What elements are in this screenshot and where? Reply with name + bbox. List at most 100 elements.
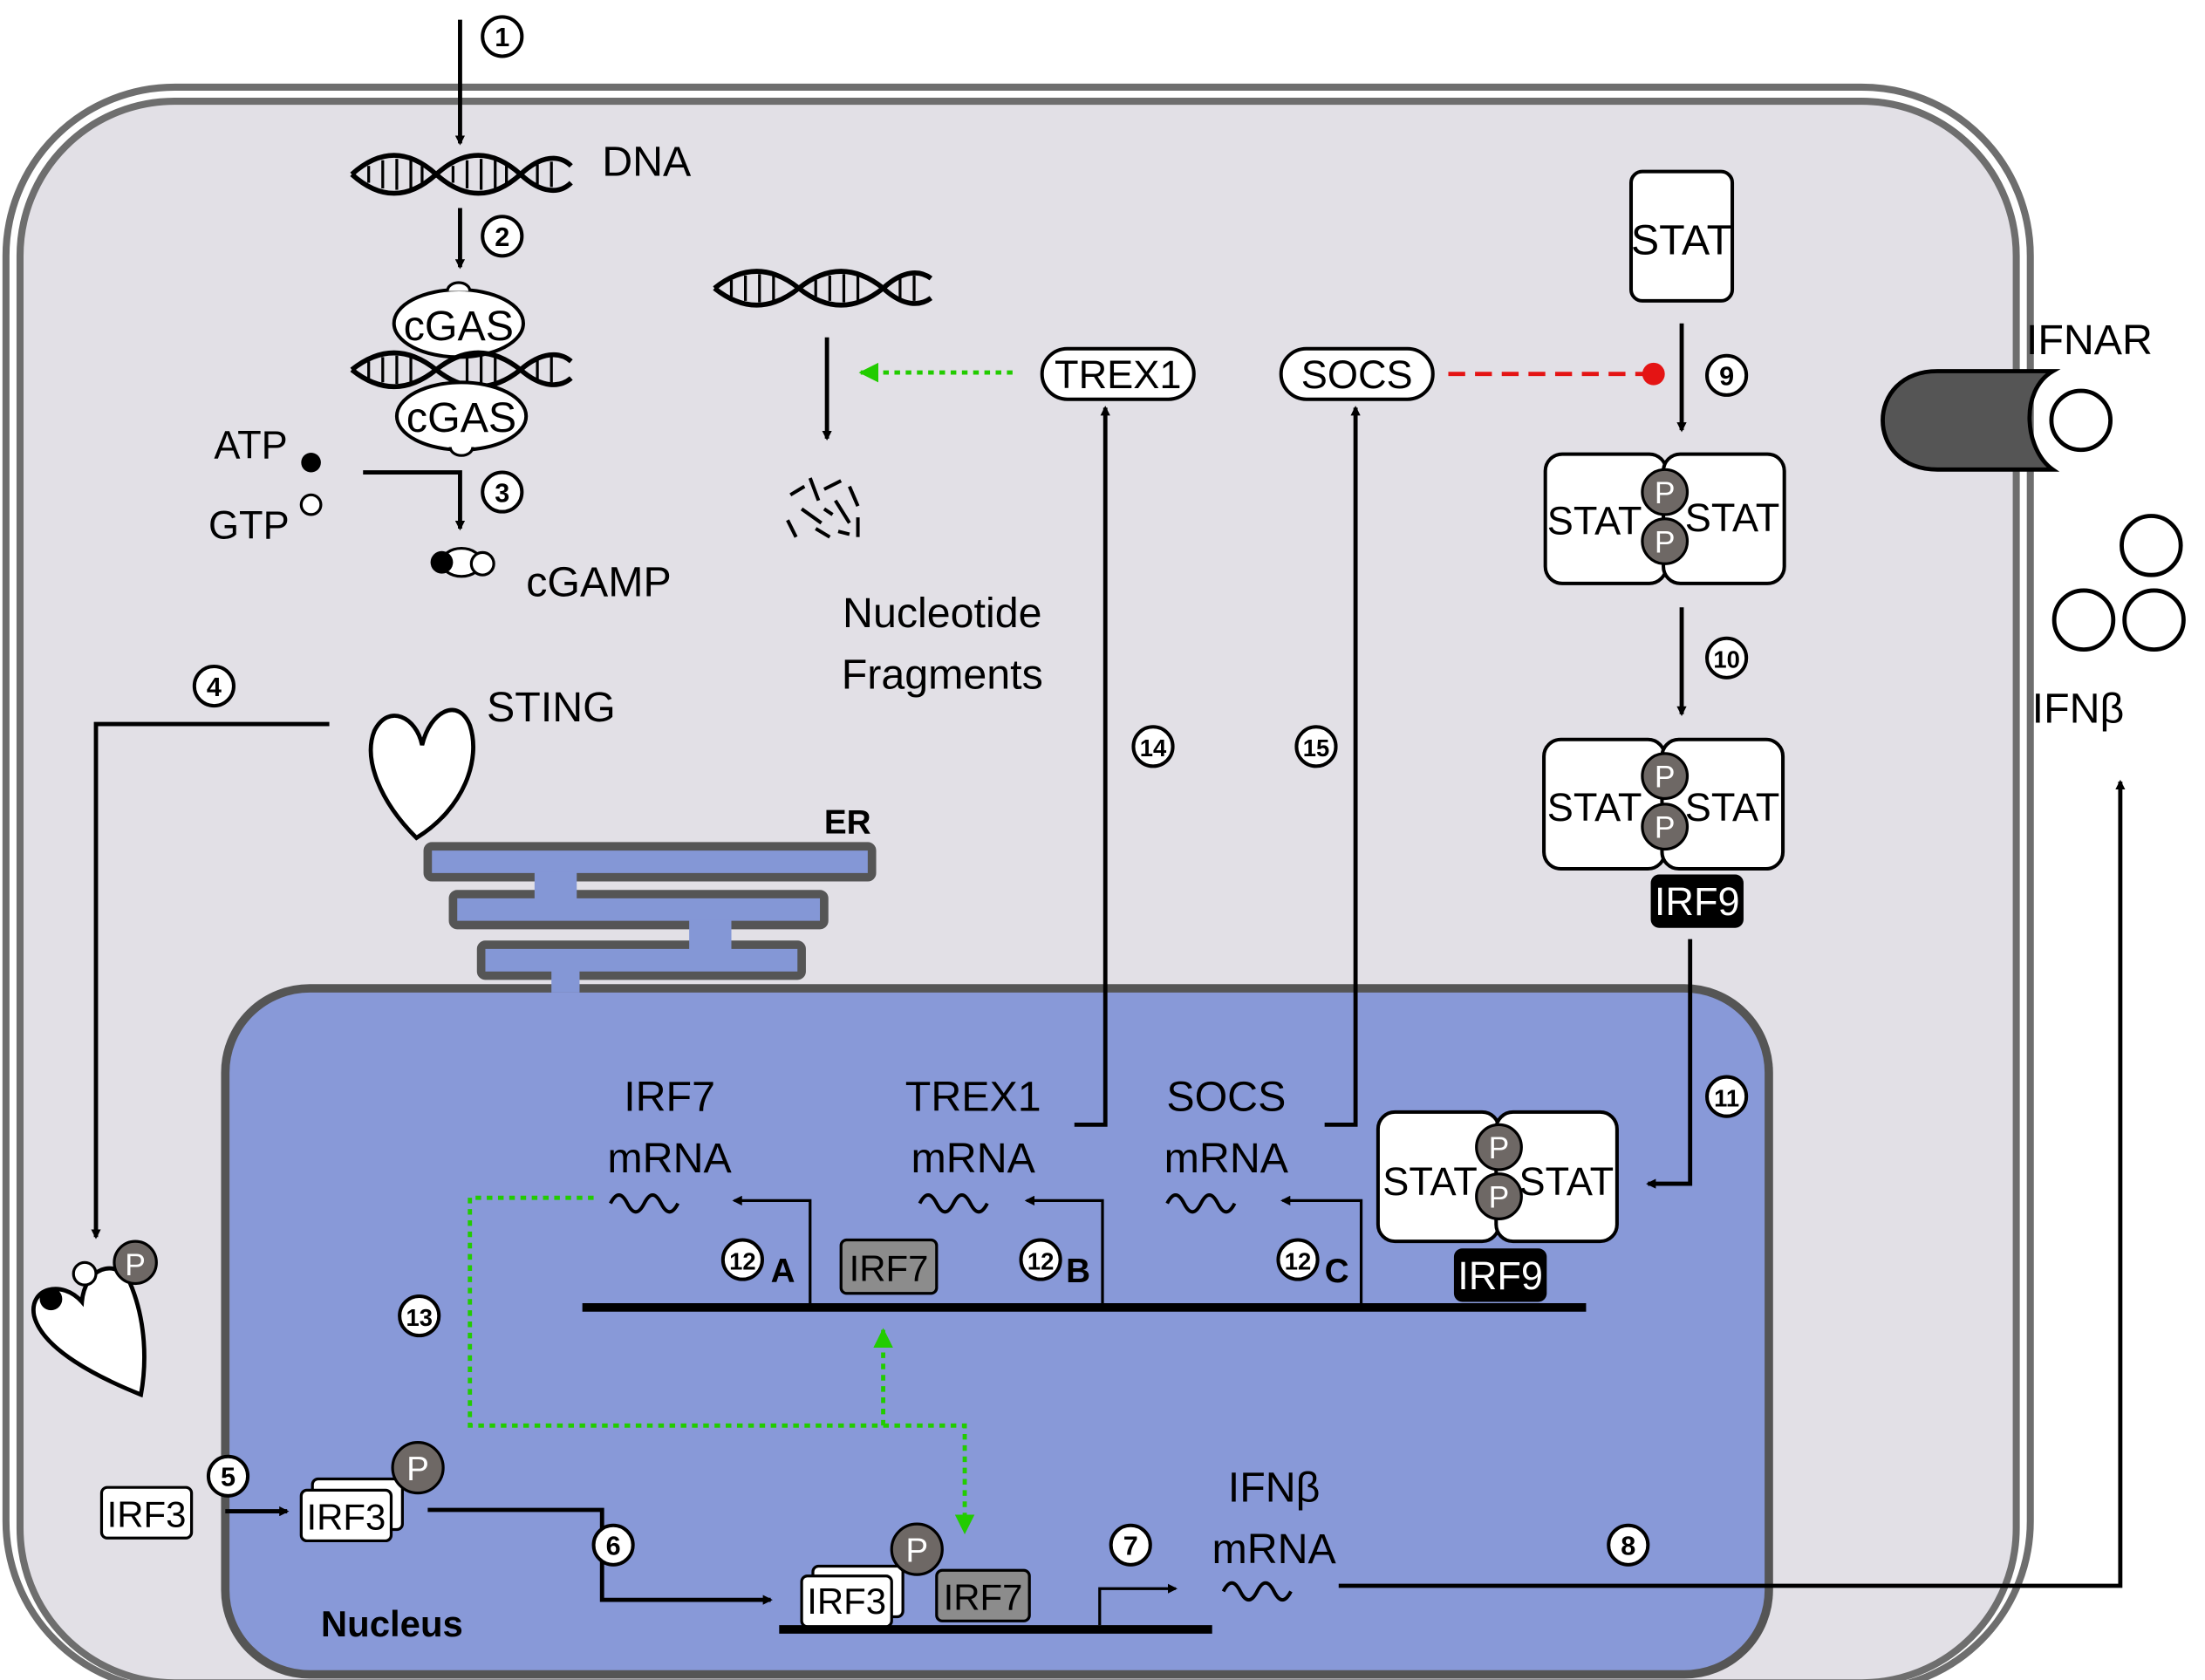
- svg-text:IRF9: IRF9: [1457, 1253, 1543, 1298]
- arrow-irf7-transcription: [732, 1195, 812, 1305]
- step-6-badge: 6: [591, 1523, 635, 1567]
- step-13-badge: 13: [398, 1294, 441, 1338]
- svg-text:5: 5: [221, 1463, 236, 1492]
- irf7-mrna-line2: mRNA: [607, 1135, 732, 1182]
- svg-text:STAT: STAT: [1547, 785, 1642, 830]
- cgas-dna-complex: cGAS cGAS: [350, 281, 573, 457]
- arrow-trex1-transcription: [1024, 1195, 1104, 1305]
- step-14-badge: 14: [1131, 725, 1175, 768]
- svg-text:10: 10: [1713, 646, 1739, 673]
- ifnb-label: IFNβ: [2032, 685, 2125, 732]
- stat-dimer: STAT STAT P P: [1543, 452, 1786, 585]
- svg-text:IRF7: IRF7: [944, 1576, 1023, 1617]
- gtp-label: GTP: [208, 502, 290, 547]
- irf7-box: [935, 1568, 1031, 1622]
- nucleus-label: Nucleus: [321, 1603, 463, 1644]
- phospho-badge: [890, 1522, 944, 1576]
- socs-mrna-line2: mRNA: [1164, 1135, 1289, 1182]
- nucleotide-fragments-line2: Fragments: [842, 652, 1043, 699]
- endoplasmic-reticulum: [423, 842, 877, 993]
- step-5-badge: 5: [206, 1454, 250, 1498]
- arrow-socs-translation: [1324, 406, 1361, 1127]
- svg-text:P: P: [1655, 524, 1676, 559]
- svg-text:IRF7: IRF7: [850, 1247, 929, 1288]
- svg-text:P: P: [1655, 475, 1676, 510]
- irf7-mrna-squiggle: [609, 1193, 680, 1214]
- socs-mrna-line1: SOCS: [1166, 1073, 1286, 1120]
- arrow-sting-activation: [91, 721, 330, 1240]
- inhibition-end-dot: [1642, 362, 1665, 386]
- trex1-mrna-line2: mRNA: [911, 1135, 1036, 1182]
- svg-text:P: P: [1655, 760, 1676, 795]
- step-2-badge: 2: [481, 215, 524, 258]
- svg-text:IRF3: IRF3: [107, 1493, 187, 1534]
- svg-text:STAT: STAT: [1547, 498, 1642, 543]
- trex1-mrna-squiggle: [918, 1193, 989, 1214]
- svg-text:IRF3: IRF3: [307, 1497, 386, 1538]
- arrow-ifnb-transcription: [1098, 1583, 1178, 1626]
- svg-text:12: 12: [1285, 1247, 1311, 1274]
- arrow-ifnb-secretion: [1338, 779, 2126, 1588]
- irf7-protein: IRF7: [839, 1238, 939, 1295]
- step-9-badge: 9: [1705, 353, 1749, 397]
- cgamp-molecule: [430, 546, 495, 578]
- svg-text:P: P: [1489, 1130, 1510, 1165]
- svg-text:8: 8: [1621, 1532, 1635, 1561]
- svg-text:cGAS: cGAS: [404, 303, 514, 350]
- svg-text:12: 12: [1027, 1247, 1054, 1274]
- step-12c-badge: 12: [1276, 1238, 1320, 1281]
- atp-label: ATP: [214, 422, 287, 467]
- er-label: ER: [824, 804, 871, 842]
- arrow-isgf3-nuclear: [1646, 939, 1693, 1189]
- trex1-mrna-line1: TREX1: [905, 1073, 1041, 1120]
- phospho-badge: [1475, 1123, 1523, 1171]
- irf9-box: [1650, 874, 1744, 928]
- step-12b-badge: 12: [1019, 1238, 1062, 1281]
- atp-dot: [301, 452, 321, 473]
- svg-text:14: 14: [1140, 734, 1167, 761]
- svg-text:6: 6: [606, 1532, 621, 1561]
- svg-text:P: P: [905, 1533, 928, 1570]
- svg-text:cGAS: cGAS: [406, 394, 516, 441]
- phospho-badge: [113, 1240, 158, 1286]
- svg-text:1: 1: [495, 23, 509, 52]
- phospho-badge: [1641, 517, 1690, 565]
- svg-text:IRF9: IRF9: [1655, 879, 1740, 924]
- nucleotide-fragments-icon: [786, 477, 860, 539]
- isgf3-complex-cytoplasm: STAT STAT P P IRF9: [1542, 737, 1785, 928]
- isgf3-complex-nucleus: STAT STAT P P IRF9: [1376, 1110, 1619, 1302]
- socs-mrna-squiggle: [1165, 1193, 1237, 1214]
- sting-protein: [368, 707, 475, 841]
- svg-text:STAT: STAT: [1382, 1159, 1478, 1204]
- phospho-badge: [391, 1441, 445, 1495]
- trex1-protein: TREX1: [1040, 346, 1196, 401]
- ifnb-mrna-line1: IFNβ: [1228, 1464, 1321, 1511]
- nucleotide-fragments-line1: Nucleotide: [843, 590, 1041, 637]
- socs-protein: SOCS: [1279, 346, 1435, 401]
- ifnb-mrna-line2: mRNA: [1212, 1526, 1336, 1573]
- step-7-badge: 7: [1109, 1523, 1152, 1567]
- svg-text:P: P: [1489, 1179, 1510, 1214]
- cgamp-label: cGAMP: [526, 558, 672, 605]
- svg-text:3: 3: [495, 478, 509, 508]
- step-12a-badge: 12: [720, 1238, 764, 1281]
- promoter-b-label: B: [1066, 1253, 1090, 1290]
- svg-text:4: 4: [207, 673, 222, 702]
- svg-text:STAT: STAT: [1685, 785, 1780, 830]
- svg-text:2: 2: [495, 222, 509, 252]
- svg-text:12: 12: [729, 1247, 755, 1274]
- svg-text:STAT: STAT: [1685, 495, 1780, 540]
- step-4-badge: 4: [192, 664, 236, 708]
- svg-text:STAT: STAT: [1631, 217, 1732, 264]
- svg-text:15: 15: [1303, 734, 1329, 761]
- step-3-badge: 3: [481, 470, 524, 514]
- dna-helix-icon: [350, 153, 573, 196]
- svg-text:P: P: [406, 1451, 429, 1488]
- gtp-dot: [299, 493, 323, 516]
- dna-helix-icon: [713, 269, 933, 308]
- arrow-atp-gtp-to-cgamp: [363, 470, 466, 531]
- ifnb-mrna-squiggle: [1221, 1581, 1293, 1602]
- irf3-inactive: IRF3: [99, 1485, 194, 1540]
- svg-text:7: 7: [1123, 1532, 1138, 1561]
